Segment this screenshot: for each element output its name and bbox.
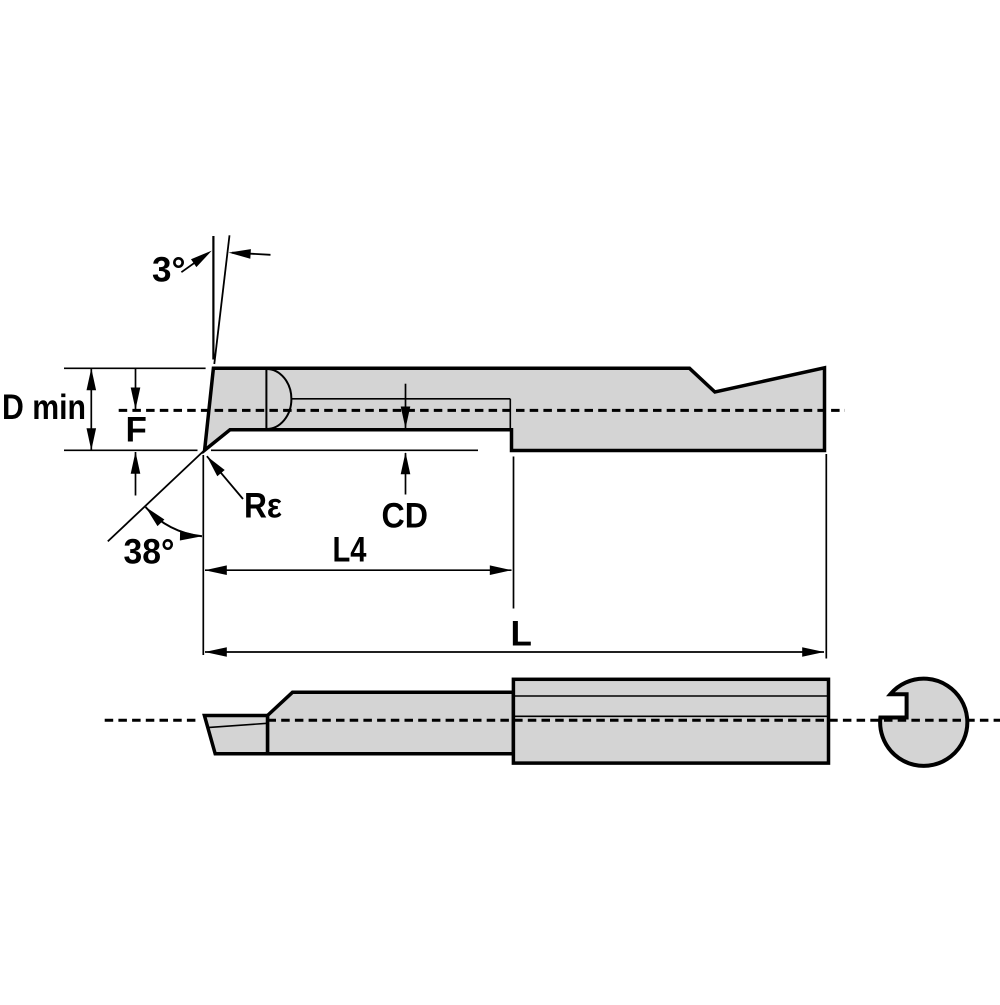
svg-text:F: F [126, 411, 147, 450]
svg-text:D min: D min [2, 388, 86, 427]
svg-text:CD: CD [382, 497, 429, 536]
svg-text:38°: 38° [124, 533, 175, 572]
svg-text:Rε: Rε [244, 487, 282, 526]
svg-text:3°: 3° [152, 251, 185, 290]
svg-text:L: L [511, 615, 532, 654]
svg-text:L4: L4 [333, 531, 367, 570]
